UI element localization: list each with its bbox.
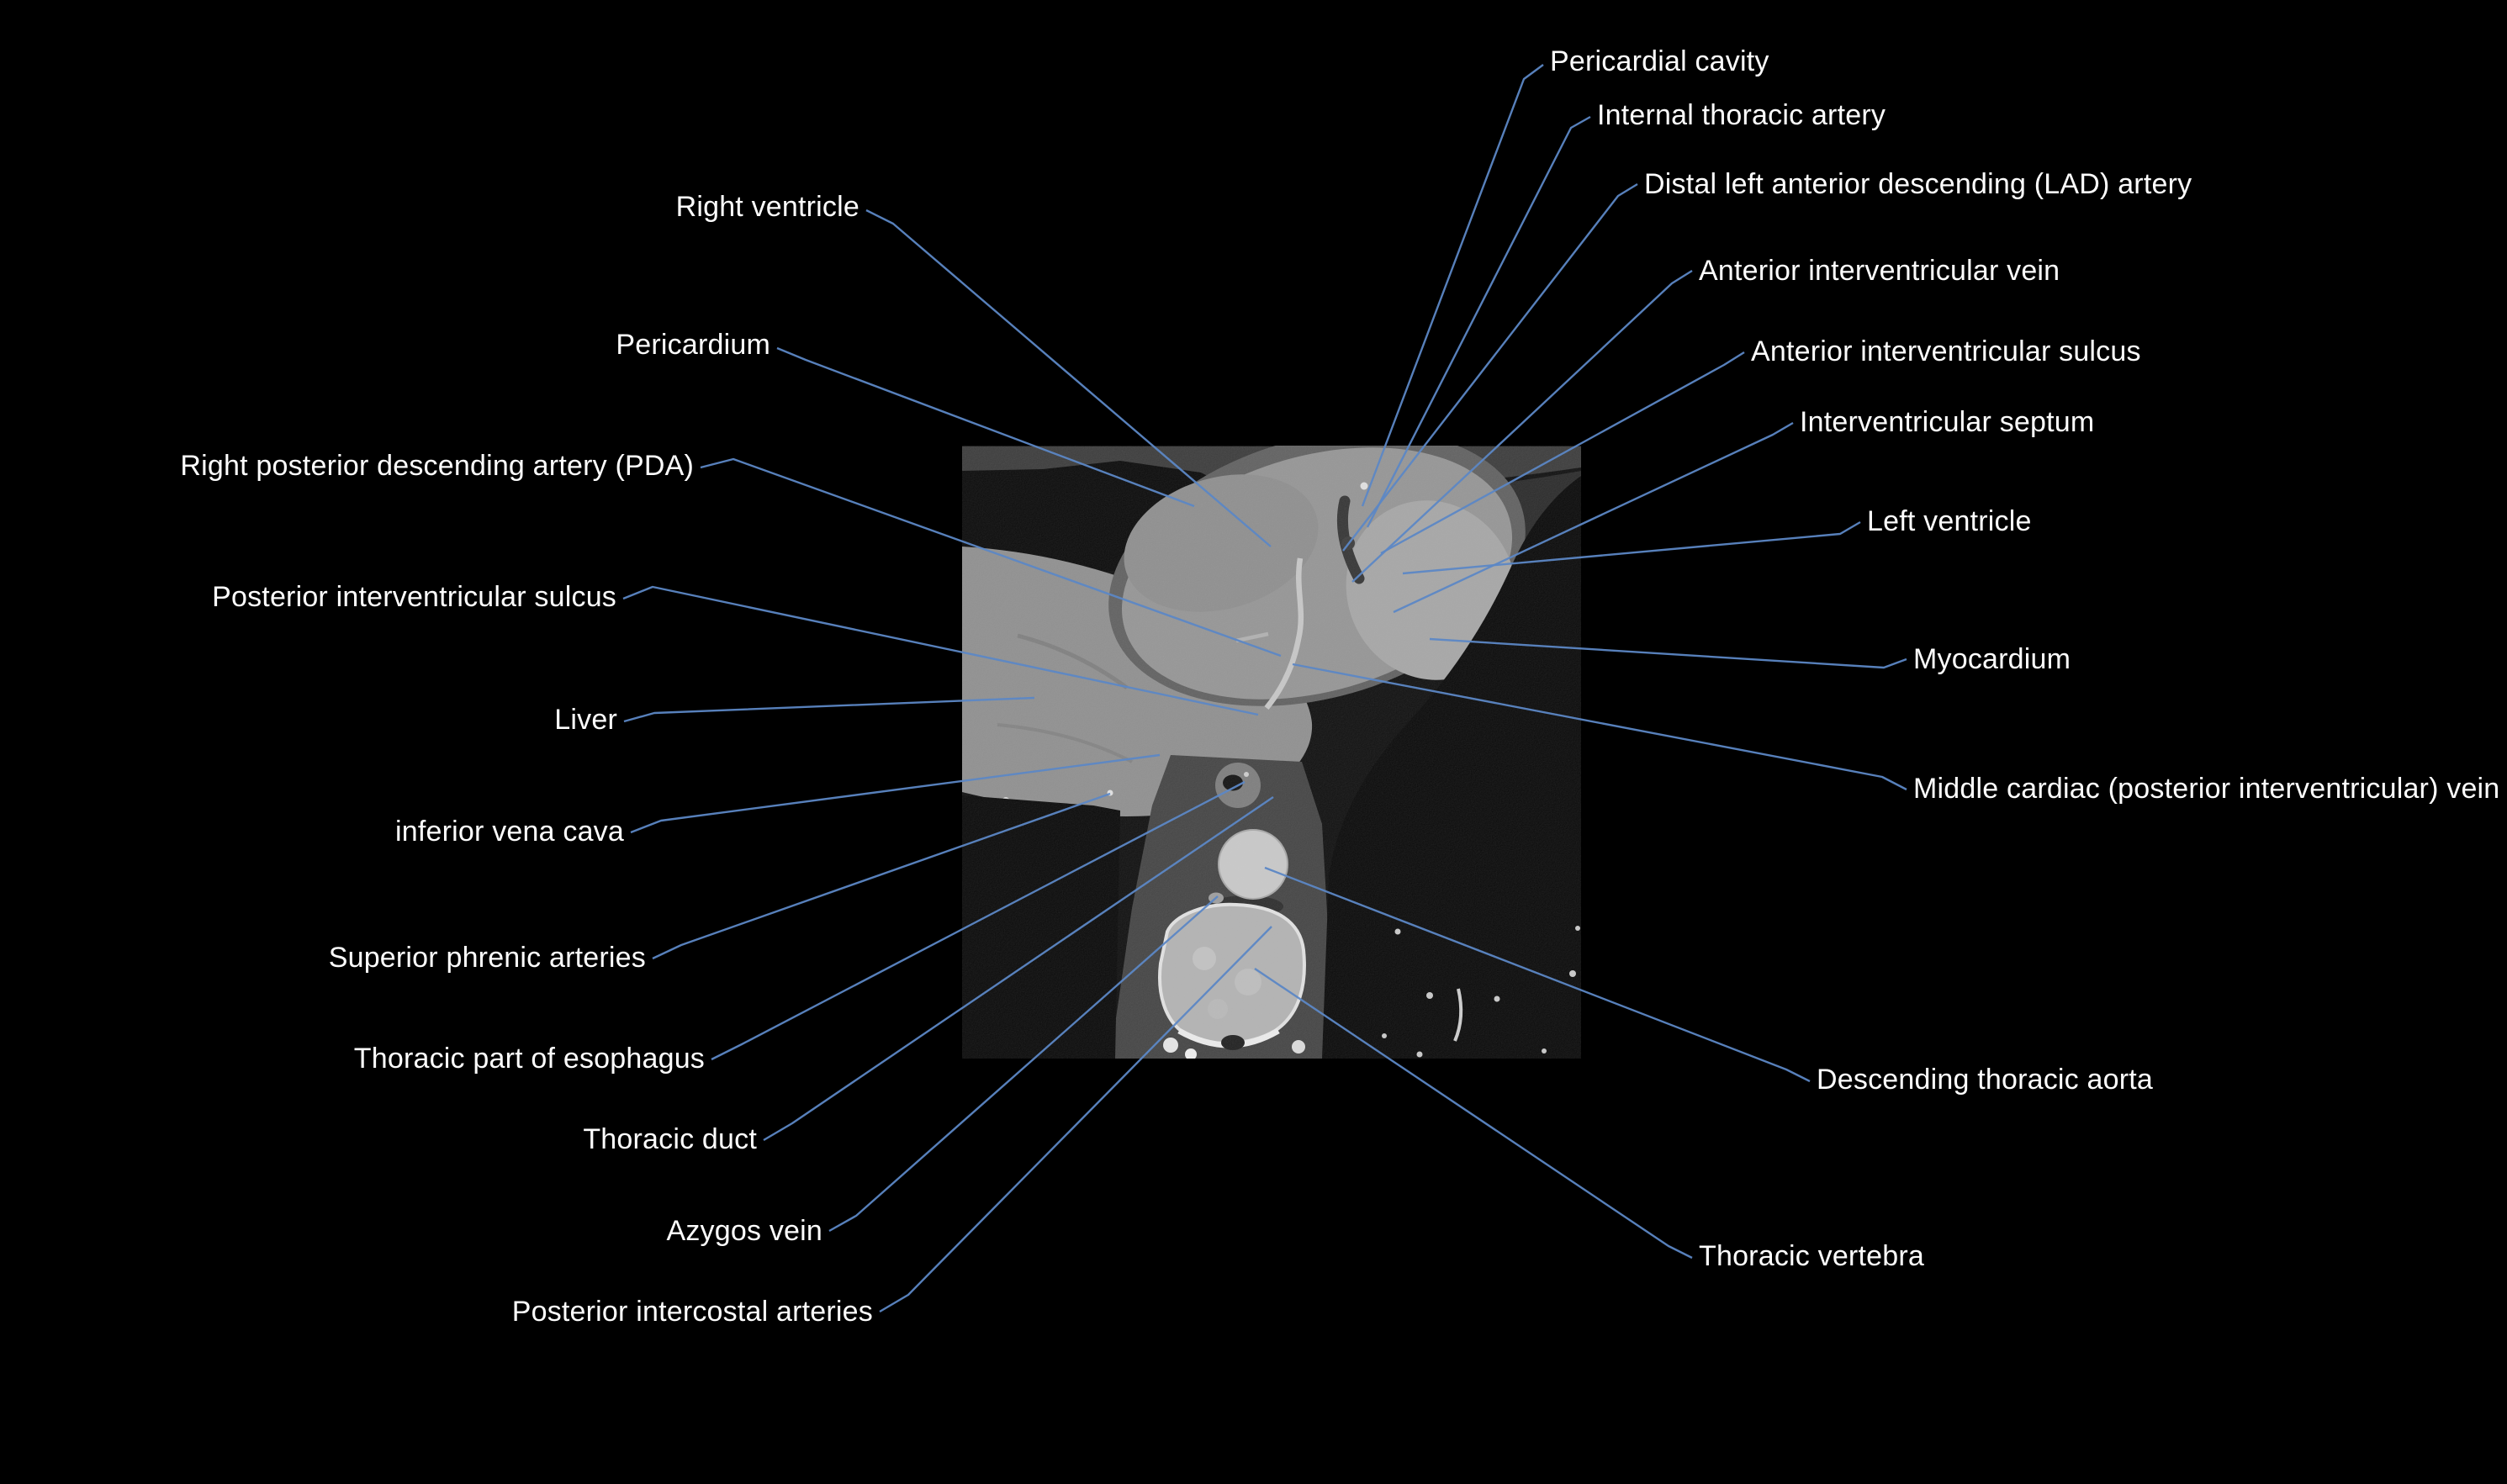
leader-line-superior-phrenic-arteries bbox=[652, 792, 1111, 960]
leader-line-pericardial-cavity bbox=[1361, 64, 1544, 507]
leader-line-anterior-interventricular-sulcus bbox=[1380, 351, 1745, 555]
leader-line-left-ventricle bbox=[1402, 520, 1861, 575]
leader-line-interventricular-septum bbox=[1393, 421, 1794, 614]
label-anterior-interventricular-vein: Anterior interventricular vein bbox=[1699, 255, 2060, 287]
label-liver: Liver bbox=[554, 704, 617, 736]
label-right-ventricle: Right ventricle bbox=[675, 191, 859, 223]
leader-line-thoracic-duct bbox=[763, 796, 1274, 1142]
leader-line-pericardium bbox=[776, 346, 1195, 508]
leader-line-azygos-vein bbox=[828, 895, 1219, 1233]
label-thoracic-duct: Thoracic duct bbox=[583, 1123, 757, 1155]
leader-line-liver bbox=[623, 696, 1035, 723]
leader-line-inferior-vena-cava bbox=[630, 753, 1161, 834]
label-superior-phrenic-arteries: Superior phrenic arteries bbox=[328, 942, 646, 974]
label-descending-thoracic-aorta: Descending thoracic aorta bbox=[1817, 1064, 2154, 1096]
label-posterior-interventricular-sulcus: Posterior interventricular sulcus bbox=[212, 581, 616, 613]
leader-line-middle-cardiac-vein bbox=[1292, 663, 1907, 791]
label-anterior-interventricular-sulcus: Anterior interventricular sulcus bbox=[1751, 335, 2141, 367]
leader-line-anterior-interventricular-vein bbox=[1351, 269, 1693, 583]
label-pericardial-cavity: Pericardial cavity bbox=[1550, 45, 1769, 77]
label-azygos-vein: Azygos vein bbox=[666, 1215, 822, 1247]
leader-line-right-ventricle bbox=[865, 209, 1272, 547]
label-right-posterior-descending-artery: Right posterior descending artery (PDA) bbox=[180, 450, 694, 482]
label-thoracic-vertebra: Thoracic vertebra bbox=[1699, 1240, 1924, 1272]
label-interventricular-septum: Interventricular septum bbox=[1800, 406, 2095, 438]
label-pericardium: Pericardium bbox=[616, 329, 770, 361]
leader-line-descending-thoracic-aorta bbox=[1264, 866, 1811, 1083]
label-distal-lad-artery: Distal left anterior descending (LAD) ar… bbox=[1644, 168, 2192, 200]
leader-line-posterior-interventricular-sulcus bbox=[622, 585, 1259, 716]
leader-line-right-posterior-descending-artery bbox=[700, 457, 1282, 658]
leader-line-posterior-intercostal-arteries bbox=[879, 926, 1272, 1313]
label-thoracic-part-of-esophagus: Thoracic part of esophagus bbox=[353, 1043, 705, 1075]
label-inferior-vena-cava: inferior vena cava bbox=[395, 816, 624, 848]
label-myocardium: Myocardium bbox=[1913, 643, 2071, 675]
ct-noise-overlay bbox=[962, 446, 1581, 1059]
ct-axial-image bbox=[962, 446, 1581, 1059]
label-posterior-intercostal-arteries: Posterior intercostal arteries bbox=[511, 1296, 873, 1328]
leader-line-distal-lad-artery bbox=[1342, 182, 1638, 552]
leader-line-myocardium bbox=[1429, 637, 1907, 669]
leader-line-thoracic-part-of-esophagus bbox=[711, 780, 1246, 1061]
leader-line-thoracic-vertebra bbox=[1254, 968, 1693, 1260]
leader-lines-layer bbox=[622, 64, 1907, 1313]
label-left-ventricle: Left ventricle bbox=[1867, 505, 2032, 537]
label-middle-cardiac-vein: Middle cardiac (posterior interventricul… bbox=[1913, 773, 2500, 805]
leader-line-internal-thoracic-artery bbox=[1366, 115, 1591, 528]
label-internal-thoracic-artery: Internal thoracic artery bbox=[1597, 99, 1886, 131]
